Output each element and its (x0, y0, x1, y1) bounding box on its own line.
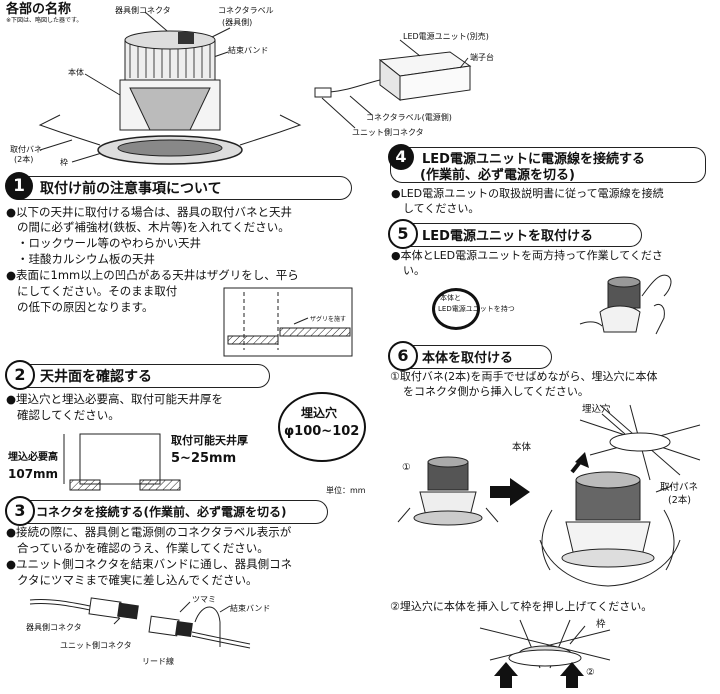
connector-diagram (29, 597, 251, 649)
step6-frame-label: 枠 (596, 619, 606, 630)
step5-line1: ●本体とLED電源ユニットを両方持って作業してくださ (391, 249, 663, 262)
label-spring-1: 取付バネ (10, 145, 42, 154)
thickness-value: 5~25mm (171, 451, 237, 466)
step2-title: 天井面を確認する (40, 369, 152, 385)
step2-line2: 確認してください。 (17, 408, 120, 422)
zaguri-diagram (223, 287, 353, 357)
step6-spring-label-2: (2本) (668, 495, 691, 506)
step3-line4: クタにツマミまで確実に差し込んでください。 (17, 573, 258, 587)
step6-line1: ①取付バネ(2本)を両手でせばめながら、埋込穴に本体 (390, 370, 658, 383)
step2-number: 2 (5, 360, 35, 390)
label-fixture-connector: 器具側コネクタ (115, 6, 171, 15)
led-unit-illustration (314, 39, 472, 129)
downlight-illustration (38, 11, 302, 165)
step3-line3: ●ユニット側コネクタを結束バンドに通し、器具側コネ (6, 557, 293, 571)
step1-line5: ●表面に1mm以上の凹凸がある天井はザグリをし、平ら (6, 268, 299, 282)
label-unit-connector: ユニット側コネクタ (352, 128, 424, 137)
step2-header (6, 364, 270, 388)
step1-line1: ●以下の天井に取付ける場合は、器具の取付バネと天井 (6, 205, 293, 219)
step6-number: 6 (388, 341, 418, 371)
step5-header (390, 223, 642, 247)
step1-line2: の間に必ず補強材(鉄板、木片等)を入れてください。 (17, 220, 290, 234)
hole-label: 埋込穴 (301, 406, 338, 420)
label-unit-conn: ユニット側コネクタ (60, 641, 132, 650)
ceiling-diagram (63, 433, 181, 491)
install-illustration (397, 404, 701, 587)
height-label: 埋込必要高 (8, 452, 58, 463)
step1-number: 1 (5, 172, 33, 200)
step4-number: 4 (388, 144, 414, 170)
label-connector-label: コネクタラベル (218, 6, 274, 15)
label-lead: リード線 (142, 657, 174, 666)
step4-header (390, 147, 706, 183)
height-value: 107mm (8, 467, 59, 481)
push-illustration (479, 619, 611, 688)
step3-number: 3 (5, 496, 35, 526)
hold-circle (432, 288, 480, 330)
hole-size: φ100~102 (284, 424, 360, 439)
label-led-unit: LED電源ユニット(別売) (403, 32, 489, 41)
label-fixture-conn: 器具側コネクタ (26, 623, 82, 632)
step5-line2: い。 (403, 264, 425, 277)
label-connector-label-power: コネクタラベル(電源側) (366, 113, 452, 122)
label-body: 本体 (68, 68, 84, 77)
step1-line4: ・珪酸カルシウム板の天井 (17, 252, 155, 266)
step1-header (6, 176, 352, 200)
step2-line1: ●埋込穴と埋込必要高、取付可能天井厚を (6, 392, 224, 406)
step1-title: 取付け前の注意事項について (40, 181, 222, 197)
label-band: 結束バンド (230, 604, 271, 613)
label-spring-2: (2本) (14, 155, 34, 164)
label-connector-label-sub: (器具側) (222, 18, 253, 27)
label-knob: ツマミ (192, 595, 216, 604)
step6-header (390, 345, 552, 369)
step6-line3: ②埋込穴に本体を挿入して枠を押し上げてください。 (390, 600, 653, 613)
step4-line2: してください。 (403, 202, 480, 215)
hole-badge (278, 392, 366, 462)
step3-line1: ●接続の際に、器具側と電源側のコネクタラベル表示が (6, 525, 292, 539)
step4-line1: ●LED電源ユニットの取扱説明書に従って電源線を接続 (391, 187, 664, 200)
step5-number: 5 (388, 219, 418, 249)
step6-hole-label: 埋込穴 (582, 404, 611, 415)
hold-text-2: LED電源ユニットを持つ (438, 305, 515, 313)
step3-header (6, 500, 328, 524)
parts-title: 各部の名称 (6, 2, 72, 17)
step6-mark-1: ① (402, 462, 411, 473)
thickness-label: 取付可能天井厚 (171, 434, 248, 447)
step3-line2: 合っているかを確認のうえ、作業してください。 (17, 541, 269, 555)
step6-line2: をコネクタ側から挿入してください。 (403, 385, 589, 398)
step6-spring-label-1: 取付バネ (660, 482, 699, 493)
step4-title: LED電源ユニットに電源線を接続する (422, 152, 645, 167)
hold-illustration (579, 274, 672, 335)
step1-line3: ・ロックウール等のやわらかい天井 (17, 236, 201, 250)
hold-text-1: 本体と (440, 294, 461, 302)
step3-title: コネクタを接続する(作業前、必ず電源を切る) (36, 505, 287, 519)
parts-note: ※下図は、略図した器です。 (6, 17, 83, 24)
label-frame: 枠 (60, 158, 68, 167)
label-terminal: 端子台 (470, 53, 494, 62)
step6-title: 本体を取付ける (422, 351, 514, 366)
step6-body-label: 本体 (512, 442, 532, 453)
step6-mark-2: ② (586, 667, 595, 678)
step1-line6: にしてください。そのまま取付 (17, 284, 178, 298)
unit-note: 単位：mm (326, 486, 366, 495)
zaguri-label: ザグリを施す (310, 316, 347, 323)
step5-title: LED電源ユニットを取付ける (422, 229, 593, 244)
step4-title2: (作業前、必ず電源を切る) (420, 168, 575, 183)
label-binding-band: 結束バンド (228, 46, 269, 55)
step1-line7: の低下の原因となります。 (17, 300, 154, 314)
